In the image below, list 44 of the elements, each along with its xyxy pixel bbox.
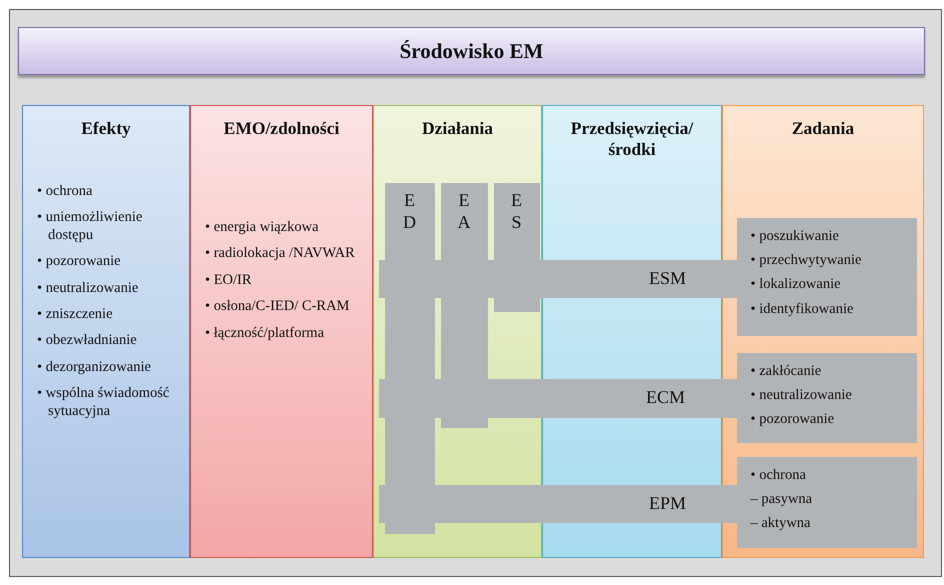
list-item: • identyfikowanie bbox=[750, 300, 854, 318]
bar-label: E A bbox=[456, 188, 472, 234]
column-heading: Zadania bbox=[790, 118, 856, 139]
task-panel bbox=[736, 218, 916, 336]
list-item: • EO/IR bbox=[205, 272, 253, 290]
list-item: • łączność/platforma bbox=[205, 324, 326, 342]
bar-label: ESM bbox=[649, 268, 686, 290]
list-item: • osłona/C-IED/ C-RAM bbox=[205, 298, 350, 316]
list-item: • ochrona bbox=[750, 466, 807, 484]
list-item: • uniemożliwienie dostępu bbox=[37, 209, 144, 244]
bar-label: E D bbox=[402, 188, 417, 234]
title-banner: Środowisko EM bbox=[18, 27, 925, 75]
list-item: • wspólna świadomość sytuacyjna bbox=[37, 385, 170, 420]
list-item: • energia wiązkowa bbox=[205, 219, 320, 236]
list-item: • dezorganizowanie bbox=[37, 358, 152, 376]
column-panel bbox=[22, 105, 190, 558]
list-item: • poszukiwanie bbox=[750, 228, 840, 245]
list-item: • przechwytywanie bbox=[750, 252, 862, 270]
task-panel bbox=[736, 352, 916, 442]
list-item: • zakłócanie bbox=[750, 362, 822, 380]
column-panel bbox=[190, 105, 373, 558]
task-panel bbox=[736, 456, 916, 548]
list-item: • pozorowanie bbox=[750, 411, 836, 429]
bar-label: ECM bbox=[646, 387, 686, 409]
list-item: • neutralizowanie bbox=[37, 280, 140, 297]
bar-shape bbox=[379, 379, 739, 418]
list-item: • lokalizowanie bbox=[750, 276, 842, 294]
list-item: • pozorowanie bbox=[37, 253, 122, 271]
column-heading: Przedsięwzięcia/ środki bbox=[570, 118, 694, 160]
column-heading: Efekty bbox=[80, 118, 132, 139]
column-heading: Działania bbox=[421, 118, 494, 139]
list-item: • obezwładnianie bbox=[37, 332, 138, 350]
bar-shape bbox=[379, 260, 739, 298]
list-item: – aktywna bbox=[750, 515, 812, 533]
column-heading: EMO/zdolności bbox=[222, 118, 340, 139]
bar-label: EPM bbox=[649, 493, 686, 515]
column-panel bbox=[722, 105, 924, 558]
bar-label: E S bbox=[510, 188, 523, 234]
list-item: • radiolokacja /NAVWAR bbox=[205, 245, 356, 263]
list-item: • ochrona bbox=[37, 183, 94, 200]
list-item: • zniszczenie bbox=[37, 306, 114, 324]
list-item: • neutralizowanie bbox=[750, 386, 853, 404]
bar-shape bbox=[379, 485, 739, 523]
list-item: – pasywna bbox=[750, 490, 814, 508]
